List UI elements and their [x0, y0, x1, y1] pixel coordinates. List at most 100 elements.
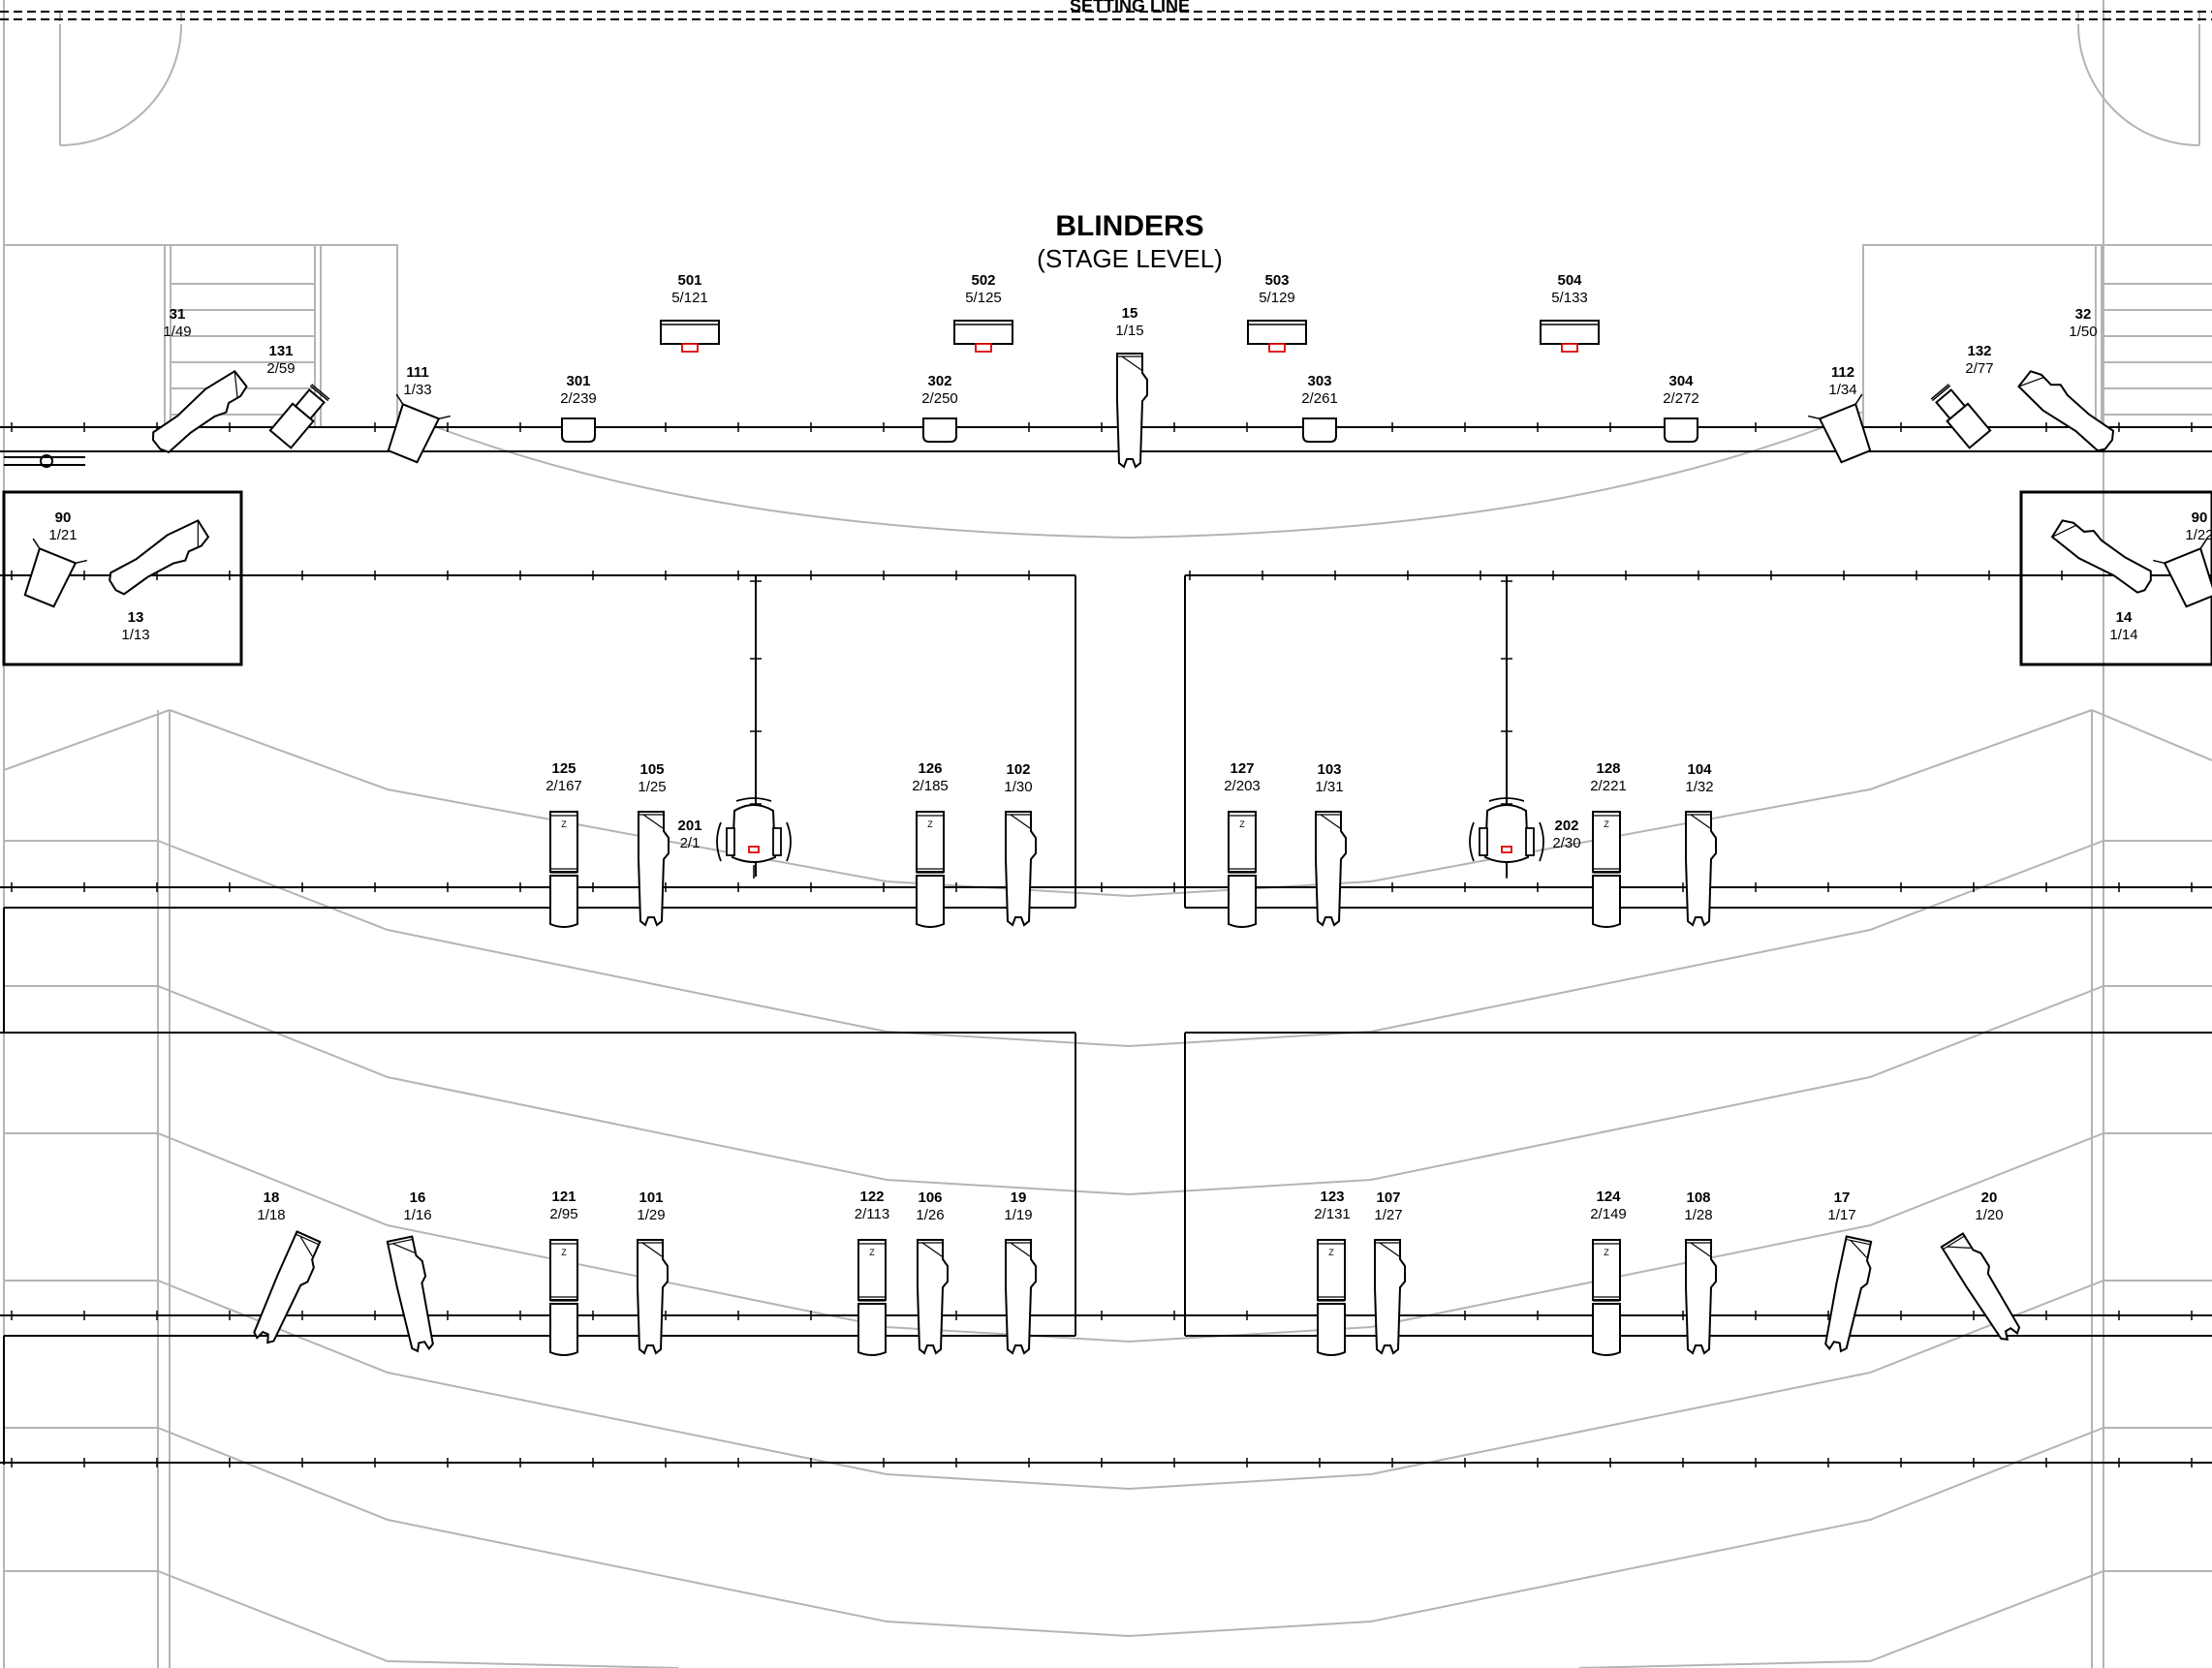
- fixture-123-zoom-symbol: Z: [1318, 1240, 1345, 1355]
- fixture-101-profile-symbol: [638, 1240, 668, 1353]
- fixture-112-address: 1/34: [1828, 382, 1856, 398]
- fixture-13-spot-symbol: [106, 517, 212, 600]
- fixture-16-address: 1/16: [403, 1207, 431, 1223]
- fixture-17-number: 17: [1834, 1189, 1851, 1206]
- fixture-19-address: 1/19: [1004, 1207, 1032, 1223]
- fixture-302-address: 2/250: [921, 390, 958, 407]
- svg-text:Z: Z: [561, 1248, 567, 1257]
- fixture-128-address: 2/221: [1590, 778, 1627, 794]
- fixture-124-zoom-symbol: Z: [1593, 1240, 1620, 1355]
- fixture-132-address: 2/77: [1965, 360, 1993, 377]
- fixture-105-number: 105: [639, 761, 664, 778]
- svg-text:Z: Z: [1604, 1248, 1609, 1257]
- fixture-125-number: 125: [551, 760, 576, 777]
- fixture-101-number: 101: [639, 1189, 663, 1206]
- fixture-13-number: 13: [128, 609, 144, 626]
- fixture-125-address: 2/167: [545, 778, 582, 794]
- fixture-103-address: 1/31: [1315, 779, 1343, 795]
- fixture-122-address: 2/113: [855, 1206, 889, 1222]
- svg-text:Z: Z: [869, 1248, 875, 1257]
- fixture-121-zoom-symbol: Z: [550, 1240, 577, 1355]
- fixture-504-blinder-symbol: [1541, 321, 1599, 352]
- fixture-90-address: 1/22: [2185, 527, 2212, 543]
- fixture-301-address: 2/239: [560, 390, 597, 407]
- plot-title: BLINDERS: [1055, 210, 1203, 242]
- fixture-124-address: 2/149: [1590, 1206, 1627, 1222]
- fixture-504-address: 5/133: [1551, 290, 1588, 306]
- fixture-31-number: 31: [170, 306, 186, 323]
- fixture-18-address: 1/18: [257, 1207, 285, 1223]
- fixture-32-address: 1/50: [2069, 324, 2097, 340]
- fixture-123-number: 123: [1320, 1189, 1344, 1205]
- fixture-128-number: 128: [1596, 760, 1620, 777]
- fixture-15-profile-symbol: [1117, 354, 1147, 467]
- svg-text:Z: Z: [1328, 1248, 1334, 1257]
- fixture-18-number: 18: [264, 1189, 280, 1206]
- fixture-90-par-symbol: [13, 539, 87, 611]
- fixture-127-zoom-symbol: Z: [1229, 812, 1256, 927]
- fixture-302-number: 302: [927, 373, 951, 389]
- fixture-107-profile-symbol: [1375, 1240, 1405, 1353]
- fixture-90-address: 1/21: [48, 527, 77, 543]
- fixture-90-number: 90: [55, 510, 72, 526]
- fixture-16-profile-symbol: [388, 1235, 441, 1352]
- fixture-105-address: 1/25: [638, 779, 666, 795]
- fixture-101-address: 1/29: [637, 1207, 665, 1223]
- fixture-201-address: 2/1: [680, 835, 701, 851]
- fixture-501-number: 501: [677, 272, 701, 289]
- fixture-202-address: 2/30: [1552, 835, 1580, 851]
- fixture-301-cyc-symbol: [562, 418, 595, 442]
- fixture-90-par-symbol: [2153, 539, 2212, 611]
- fixture-13-address: 1/13: [121, 627, 149, 643]
- labels-layer: 5015/1215025/1255035/1295045/133311/4913…: [48, 272, 2212, 1223]
- fixture-108-address: 1/28: [1684, 1207, 1712, 1223]
- fixture-501-blinder-symbol: [661, 321, 719, 352]
- fixture-32-number: 32: [2075, 306, 2092, 323]
- fixture-90-number: 90: [2192, 510, 2208, 526]
- fixture-108-number: 108: [1686, 1189, 1710, 1206]
- fixture-104-address: 1/32: [1685, 779, 1713, 795]
- fixture-201-moving-symbol: [717, 798, 791, 879]
- fixture-106-number: 106: [918, 1189, 942, 1206]
- fixture-202-moving-symbol: [1470, 798, 1543, 879]
- fixture-122-number: 122: [859, 1189, 884, 1205]
- fixture-301-number: 301: [566, 373, 590, 389]
- fixture-107-address: 1/27: [1374, 1207, 1402, 1223]
- fixture-31-spot-symbol: [148, 368, 251, 458]
- fixture-303-cyc-symbol: [1303, 418, 1336, 442]
- fixture-104-number: 104: [1687, 761, 1712, 778]
- fixture-111-number: 111: [406, 364, 428, 381]
- fixture-132-number: 132: [1967, 343, 1991, 359]
- fixture-15-number: 15: [1122, 305, 1138, 322]
- fixture-112-number: 112: [1831, 364, 1854, 381]
- fixture-14-spot-symbol: [2050, 514, 2157, 597]
- fixture-503-number: 503: [1264, 272, 1289, 289]
- fixture-201-number: 201: [677, 818, 701, 834]
- svg-text:Z: Z: [1239, 819, 1245, 829]
- fixture-502-address: 5/125: [965, 290, 1002, 306]
- fixture-121-number: 121: [551, 1189, 576, 1205]
- fixture-19-number: 19: [1011, 1189, 1027, 1206]
- fixture-103-profile-symbol: [1316, 812, 1346, 925]
- fixture-111-par-symbol: [376, 394, 451, 467]
- fixture-20-number: 20: [1981, 1189, 1998, 1206]
- fixture-122-zoom-symbol: Z: [858, 1240, 886, 1355]
- fixture-111-address: 1/33: [403, 382, 431, 398]
- svg-text:Z: Z: [561, 819, 567, 829]
- fixture-504-number: 504: [1557, 272, 1582, 289]
- fixture-303-number: 303: [1307, 373, 1331, 389]
- fixture-14-address: 1/14: [2109, 627, 2137, 643]
- fixture-20-address: 1/20: [1975, 1207, 2003, 1223]
- fixture-123-address: 2/131: [1314, 1206, 1351, 1222]
- setting-line-label: SETTING LINE: [1070, 0, 1190, 15]
- svg-text:Z: Z: [1604, 819, 1609, 829]
- fixture-14-number: 14: [2116, 609, 2133, 626]
- fixture-126-zoom-symbol: Z: [917, 812, 944, 927]
- fixture-16-number: 16: [410, 1189, 426, 1206]
- fixture-108-profile-symbol: [1686, 1240, 1716, 1353]
- fixture-501-address: 5/121: [671, 290, 708, 306]
- fixture-502-number: 502: [971, 272, 995, 289]
- fixtures-layer: Z Z Z Z Z Z Z Z: [13, 321, 2212, 1355]
- fixture-202-number: 202: [1554, 818, 1578, 834]
